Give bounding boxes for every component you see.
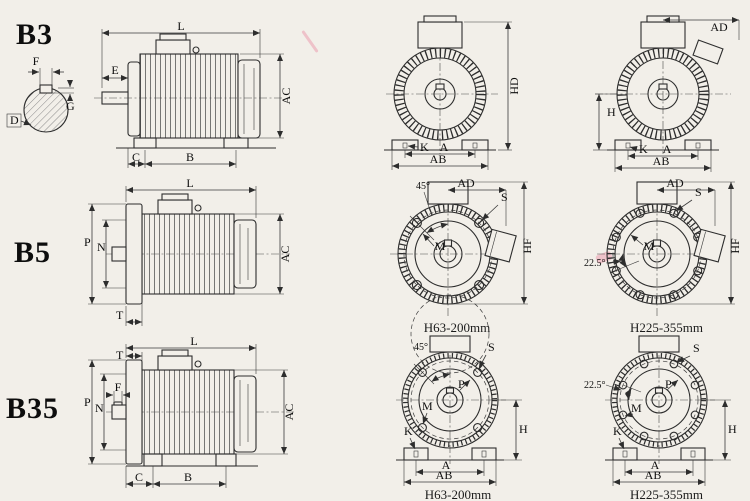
dim-label-t: T [116, 348, 124, 362]
dim-label-p: P [665, 377, 672, 391]
dim-label-s: S [695, 185, 702, 199]
scan-mark [301, 29, 319, 54]
mounting-type-b3-label: B3 [16, 18, 54, 51]
b5-side-view-drawing: L P N T AC [82, 176, 304, 332]
dim-label-h: H [607, 105, 616, 119]
dim-label-ac: AC [279, 88, 293, 105]
dim-label-a: A [442, 458, 451, 472]
b5-flange-large-caption: H225-355mm [630, 320, 703, 335]
dim-label-k: K [613, 424, 622, 438]
dim-label-n: N [95, 401, 104, 415]
dim-label-f: F [33, 54, 40, 68]
dim-label-ad: AD [457, 176, 475, 190]
dim-label-s: S [501, 190, 508, 204]
b35-flange-view-small-drawing: 45° S P M H K A AB [378, 294, 538, 486]
dim-label-c: C [132, 150, 140, 164]
dim-label-ac: AC [282, 404, 296, 421]
dim-label-l: L [190, 334, 197, 348]
dim-label-c: C [135, 470, 143, 484]
dim-label-p: P [84, 395, 91, 409]
dim-label-ab: AB [430, 152, 447, 166]
b35-flange-view-large-drawing: S 22.5° P M H K A [583, 334, 750, 486]
b3-side-view-drawing: L E AC C B [88, 16, 298, 178]
dim-label-hd: HD [507, 77, 521, 95]
dim-label-ab: AB [653, 154, 670, 168]
dim-label-p: P [84, 235, 91, 249]
dim-label-g: G [66, 99, 75, 113]
dim-label-s: S [488, 340, 495, 354]
mounting-type-b35-label: B35 [6, 392, 60, 425]
dim-label-e: E [111, 63, 118, 77]
b5-flange-view-large-drawing: AD S 22.5° M HF [583, 176, 750, 322]
dim-label-b: B [186, 150, 194, 164]
dim-label-m: M [422, 399, 433, 413]
dim-label-h: H [519, 422, 528, 436]
dim-label-ad: AD [710, 20, 728, 34]
angle-label-45: 45° [416, 181, 430, 192]
dim-label-s: S [693, 341, 700, 355]
angle-label-45: 45° [414, 342, 428, 353]
b35-flange-large-caption: H225-355mm [630, 487, 703, 501]
dim-label-f: F [115, 380, 122, 394]
dim-label-hf: HF [728, 238, 742, 254]
dim-label-m: M [644, 239, 655, 253]
dim-label-a: A [440, 140, 449, 154]
dim-label-t: T [116, 308, 124, 322]
b35-side-view-drawing: L T P N F AC [82, 334, 310, 498]
dim-label-ab: AB [645, 468, 662, 482]
dim-label-k: K [639, 142, 648, 156]
dim-label-l: L [177, 19, 184, 33]
dim-label-ab: AB [436, 468, 453, 482]
b35-flange-small-caption: H63-200mm [424, 487, 492, 501]
dim-label-l: L [186, 176, 193, 190]
b3-front-view-drive-end-drawing: AD H K A AB [583, 14, 750, 178]
mounting-type-b5-label: B5 [14, 236, 52, 269]
dim-label-h: H [728, 422, 737, 436]
dim-label-k: K [420, 140, 429, 154]
dim-label-hf: HF [520, 238, 534, 254]
b3-front-view-fan-end-drawing: HD K A AB [378, 14, 528, 178]
dim-label-k: K [404, 424, 413, 438]
dim-label-d: D [10, 113, 19, 127]
dim-label-ac: AC [278, 246, 292, 263]
dim-label-a: A [663, 142, 672, 156]
b5-flange-small-caption: H63-200mm [423, 320, 491, 335]
dim-label-ad: AD [666, 176, 684, 190]
dim-label-p: P [458, 377, 465, 391]
b5-flange-view-small-drawing: 45° AD S M HF [378, 176, 536, 322]
dim-label-n: N [97, 240, 106, 254]
b3-shaft-section-drawing: F G D [6, 54, 82, 152]
dim-label-a: A [651, 458, 660, 472]
dim-label-m: M [631, 401, 642, 415]
angle-label-22-5: 22.5° [584, 258, 606, 269]
dim-label-m: M [435, 239, 446, 253]
dim-label-b: B [184, 470, 192, 484]
angle-label-22-5: 22.5° [584, 380, 606, 391]
